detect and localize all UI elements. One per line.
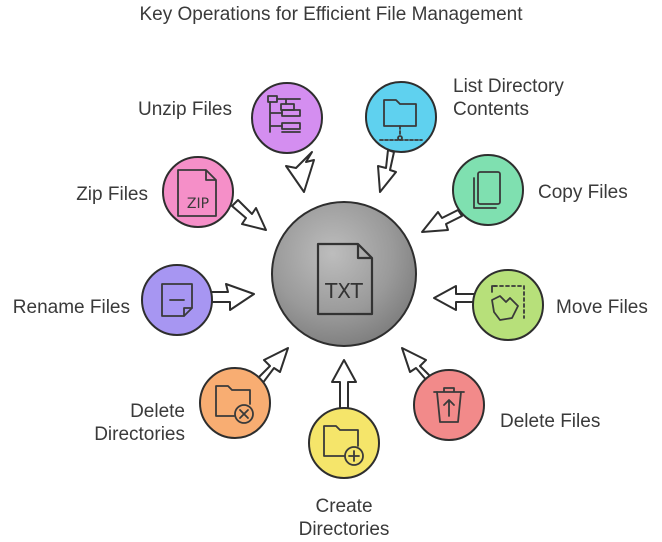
rename-note-icon <box>161 283 193 317</box>
arrow-zip-files <box>231 199 267 231</box>
arrow-create-directories <box>331 359 357 411</box>
arrow-list-directory-contents <box>377 149 397 193</box>
folder-add-icon <box>323 425 364 466</box>
copy-icon <box>473 171 501 209</box>
operation-create-directories: Create Directories <box>299 359 390 540</box>
node-copy-files <box>452 154 524 226</box>
move-hand-icon <box>491 285 525 321</box>
diagram-title: Key Operations for Efficient File Manage… <box>139 4 523 25</box>
label-zip-files: Zip Files <box>76 184 148 205</box>
center-circle <box>271 201 417 347</box>
operation-move-files: Move Files <box>433 269 648 341</box>
center-label: TXT <box>324 279 364 303</box>
arrow-move-files <box>433 285 477 311</box>
label-unzip-files: Unzip Files <box>138 99 232 120</box>
node-create-directories <box>308 407 380 479</box>
operation-delete-directories: Delete Directories <box>94 347 289 445</box>
label-delete-files: Delete Files <box>500 411 600 432</box>
zip-file-icon: ZIP <box>177 169 217 217</box>
operation-zip-files: ZIP Zip Files <box>76 156 267 231</box>
arrow-copy-files <box>421 209 463 233</box>
label-delete-directories-2: Directories <box>94 424 185 445</box>
operation-rename-files: Rename Files <box>13 264 255 336</box>
operation-unzip-files: Unzip Files <box>138 82 323 193</box>
label-create-directories-2: Directories <box>299 519 390 540</box>
arrow-delete-directories <box>255 347 289 385</box>
svg-text:ZIP: ZIP <box>187 196 209 212</box>
folder-delete-icon <box>215 385 254 424</box>
node-move-files <box>472 269 544 341</box>
label-list-directory-contents-1: List Directory <box>453 76 564 97</box>
operation-list-directory-contents: List Directory Contents <box>365 76 564 193</box>
trash-icon <box>433 387 465 423</box>
label-list-directory-contents-2: Contents <box>453 99 529 120</box>
operation-delete-files: Delete Files <box>401 347 600 441</box>
label-move-files: Move Files <box>556 297 648 318</box>
center-node: TXT <box>271 201 417 347</box>
label-rename-files: Rename Files <box>13 297 130 318</box>
txt-file-icon: TXT <box>316 242 374 316</box>
node-unzip-files <box>251 82 323 154</box>
unzip-tree-icon <box>267 95 301 133</box>
node-delete-directories <box>199 367 271 439</box>
label-create-directories-1: Create <box>315 496 372 517</box>
arrow-rename-files <box>209 283 255 311</box>
node-list-directory-contents <box>365 81 437 153</box>
label-copy-files: Copy Files <box>538 182 628 203</box>
arrow-unzip-files <box>285 151 315 193</box>
label-delete-directories-1: Delete <box>130 401 185 422</box>
operation-copy-files: Copy Files <box>421 154 628 233</box>
folder-network-icon <box>379 99 423 141</box>
